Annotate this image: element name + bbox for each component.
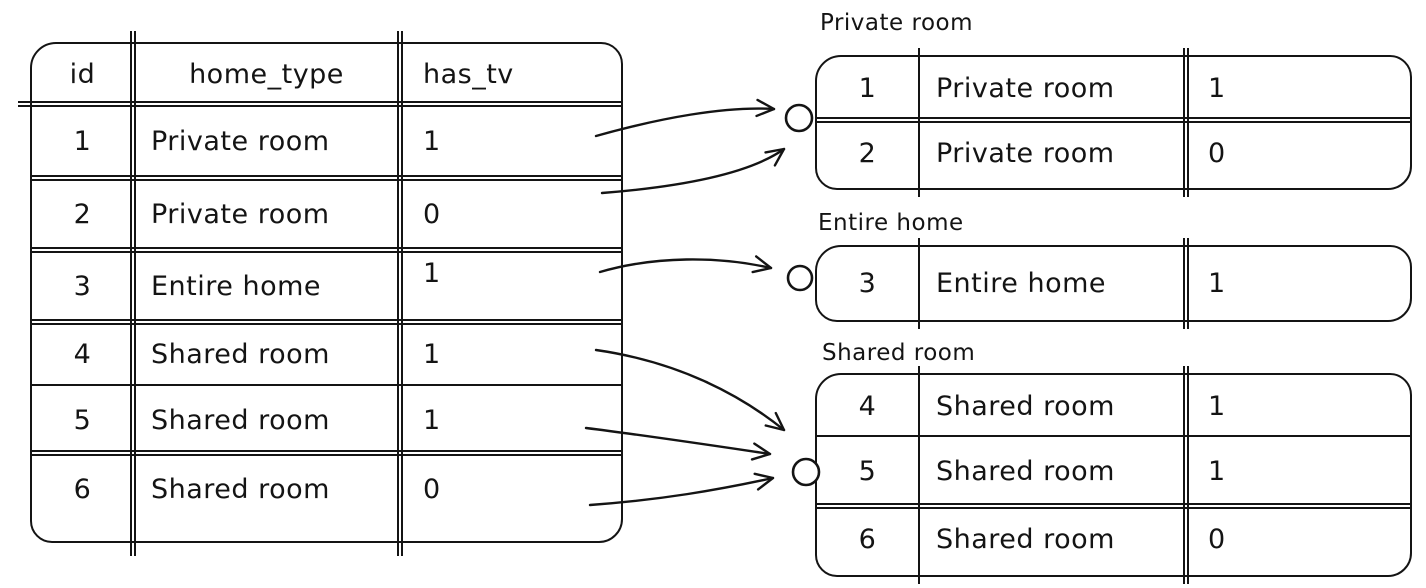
cell-id: 5: [73, 404, 92, 436]
cell-id: 6: [858, 523, 877, 555]
group-row: 4 Shared room 1: [817, 375, 1410, 437]
group-anchor-circle-private-room: [784, 103, 814, 133]
cell-id: 2: [858, 138, 877, 169]
cell-id: 2: [73, 198, 92, 230]
cell-has-tv: 1: [423, 339, 441, 370]
cell-id: 6: [73, 473, 92, 505]
source-column-divider-2: [397, 31, 403, 556]
group-label-entire-home: Entire home: [818, 210, 964, 236]
group-row: 3 Entire home 1: [817, 247, 1410, 319]
source-row-5: 5 Shared room 1: [32, 387, 621, 453]
cell-home-type: Shared room: [151, 473, 330, 505]
group-row: 1 Private room 1: [817, 57, 1410, 120]
cell-id: 4: [73, 339, 92, 370]
cell-home-type: Shared room: [936, 390, 1115, 422]
cell-home-type: Private room: [151, 125, 330, 157]
cell-id: 3: [858, 267, 877, 299]
cell-home-type: Shared room: [151, 339, 330, 370]
source-row-separator: [32, 384, 621, 386]
column-header-id: id: [69, 58, 96, 90]
source-row-separator: [32, 450, 621, 456]
column-header-home-type: home_type: [189, 58, 344, 90]
cell-id: 1: [858, 73, 877, 104]
cell-has-tv: 1: [423, 125, 441, 157]
source-row-separator: [32, 247, 621, 253]
arrow-row2-to-private-room: [600, 147, 786, 195]
cell-has-tv: 0: [423, 198, 441, 230]
cell-home-type: Shared room: [936, 523, 1115, 555]
group-row-separator: [817, 117, 1410, 123]
arrow-row3-to-entire-home: [598, 255, 773, 274]
cell-id: 5: [858, 455, 877, 487]
cell-id: 1: [73, 125, 92, 157]
group-row-separator: [817, 503, 1410, 509]
group-column-divider-1: [918, 366, 920, 584]
cell-has-tv: 1: [1208, 390, 1226, 422]
source-row-separator: [32, 319, 621, 325]
group-row: 2 Private room 0: [817, 120, 1410, 187]
cell-home-type: Private room: [936, 73, 1115, 104]
source-row-2: 2 Private room 0: [32, 178, 621, 250]
source-header-separator: [18, 101, 621, 107]
cell-home-type: Shared room: [936, 455, 1115, 487]
arrow-row4-to-shared-room: [594, 348, 786, 432]
cell-has-tv: 1: [423, 404, 441, 436]
cell-home-type: Private room: [151, 198, 330, 230]
source-row-3: 3 Entire home 1: [32, 250, 621, 322]
group-label-private-room: Private room: [820, 10, 973, 36]
cell-home-type: Shared room: [151, 404, 330, 436]
cell-id: 4: [858, 390, 877, 422]
cell-has-tv: 1: [1208, 267, 1226, 299]
cell-has-tv: 0: [423, 473, 441, 505]
source-column-divider-1: [130, 31, 136, 556]
group-table-private-room: 1 Private room 1 2 Private room 0: [815, 48, 1412, 197]
source-row-separator: [32, 175, 621, 181]
cell-home-type: Entire home: [936, 267, 1107, 299]
cell-id: 3: [73, 270, 92, 302]
group-row: 6 Shared room 0: [817, 505, 1410, 573]
cell-home-type: Private room: [936, 138, 1115, 169]
source-table: id home_type has_tv 1 Private room 1 2 P…: [18, 31, 623, 556]
group-column-divider-1: [918, 238, 920, 329]
group-table-shared-room: 4 Shared room 1 5 Shared room 1 6 Shared…: [815, 366, 1412, 584]
source-row-6: 6 Shared room 0: [32, 453, 621, 525]
group-table-entire-home: 3 Entire home 1: [815, 238, 1412, 329]
cell-has-tv: 1: [1208, 73, 1226, 104]
cell-has-tv: 0: [1208, 523, 1226, 555]
group-row: 5 Shared room 1: [817, 437, 1410, 505]
column-header-has-tv: has_tv: [423, 58, 514, 90]
cell-home-type: Entire home: [151, 270, 322, 302]
cell-has-tv: 0: [1208, 138, 1226, 169]
source-row-1: 1 Private room 1: [32, 104, 621, 178]
cell-has-tv: 1: [1208, 455, 1226, 487]
source-header-row: id home_type has_tv: [32, 44, 621, 104]
group-column-divider-2: [1183, 366, 1189, 584]
source-row-4: 4 Shared room 1: [32, 322, 621, 387]
group-column-divider-2: [1183, 238, 1189, 329]
group-anchor-circle-entire-home: [786, 264, 814, 292]
group-label-shared-room: Shared room: [822, 340, 976, 366]
cell-has-tv: 1: [423, 258, 441, 289]
group-row-separator: [817, 435, 1410, 437]
